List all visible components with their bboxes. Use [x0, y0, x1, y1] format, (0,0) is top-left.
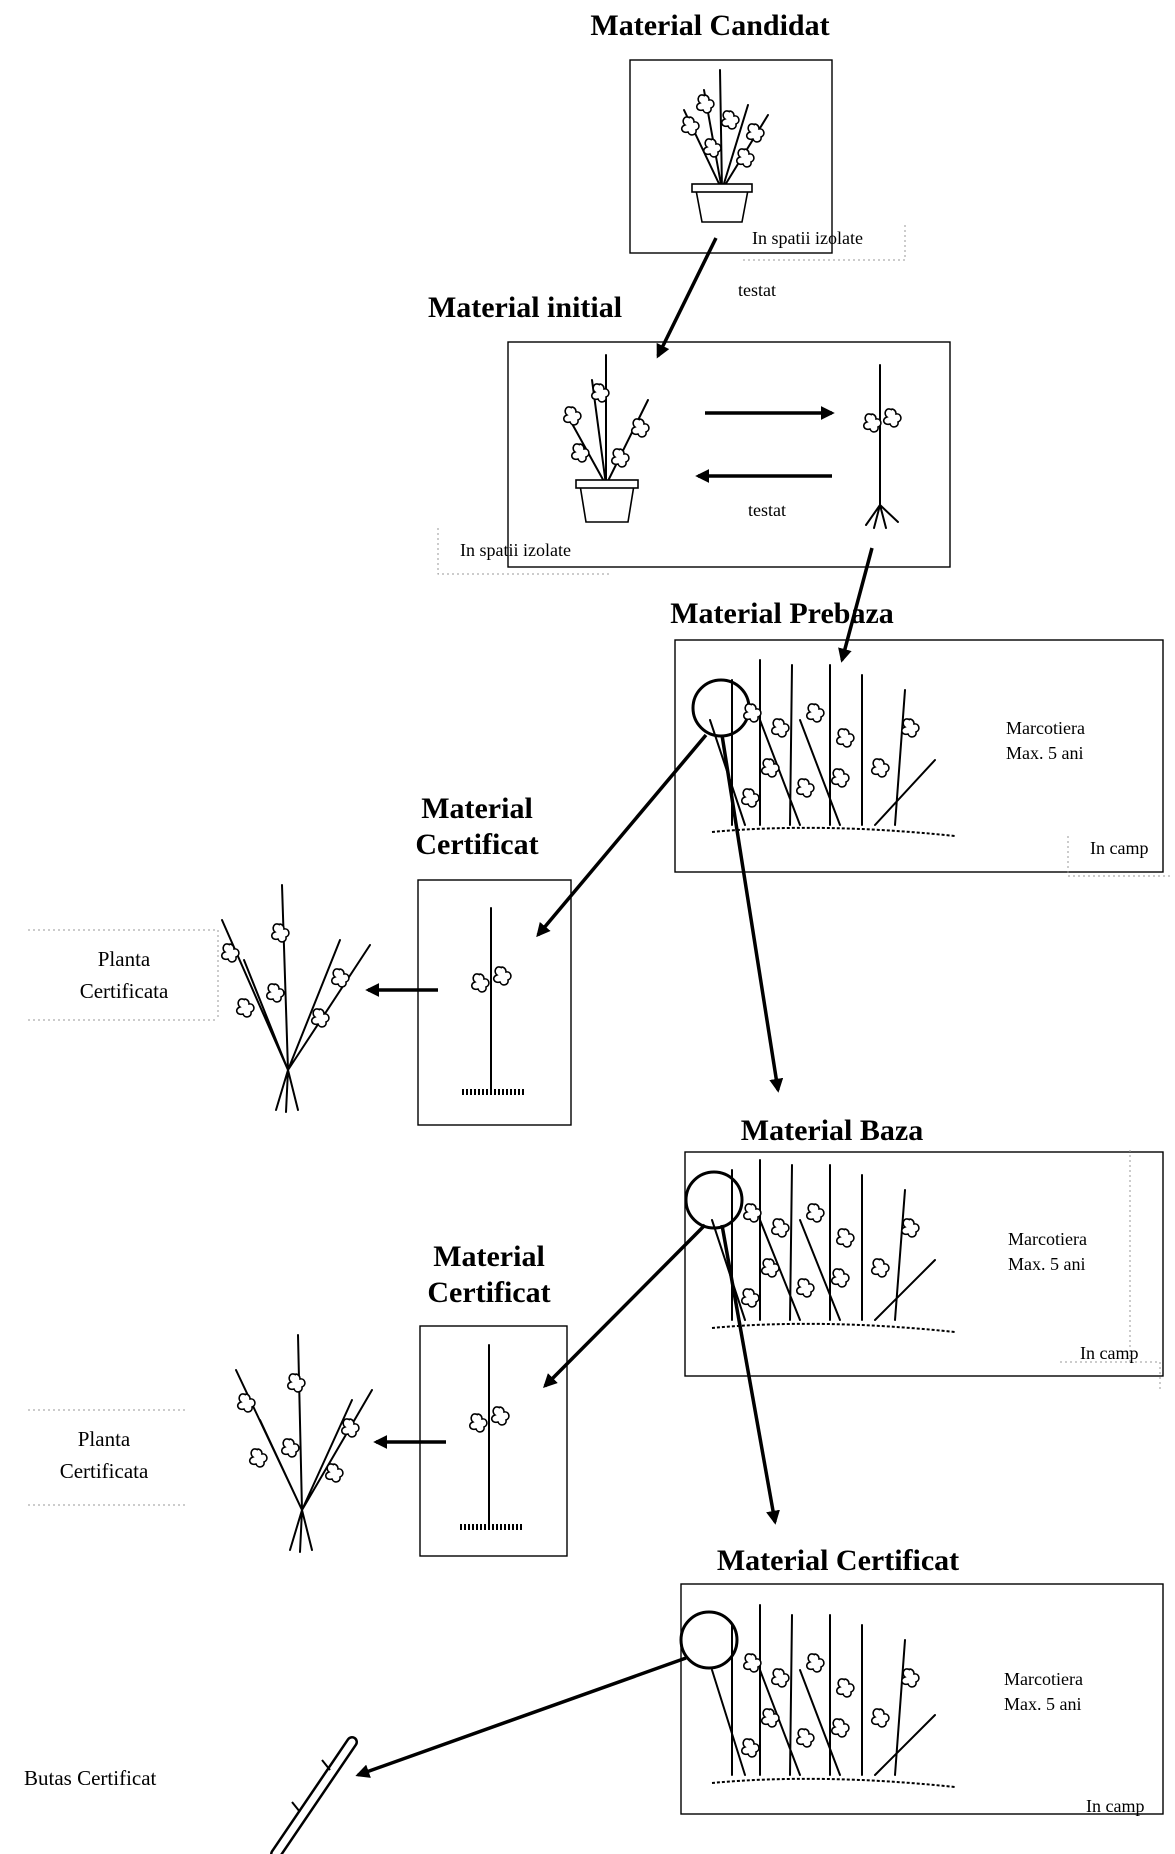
label-marcotiera-1: Marcotiera — [1006, 718, 1085, 738]
label-certificata-2: Certificata — [60, 1459, 149, 1483]
label-marcotiera-2: Marcotiera — [1008, 1229, 1087, 1249]
box-certificat-1 — [417, 879, 572, 1126]
label-planta-2: Planta — [78, 1427, 131, 1451]
potted-plant-icon-2 — [562, 354, 650, 523]
stool-bed-icon-certificat — [711, 1604, 956, 1788]
label-spatii-izolate-1: In spatii izolate — [752, 228, 863, 248]
title-material-certificat-1-line2: Certificat — [415, 828, 538, 861]
stool-bed-icon-baza — [711, 1159, 956, 1333]
label-max-5-ani-1: Max. 5 ani — [1006, 743, 1083, 763]
label-planta-1: Planta — [98, 947, 151, 971]
dotted-box-spatii-2 — [437, 528, 612, 575]
dotted-box-camp-1 — [1067, 836, 1172, 877]
label-butas-certificat: Butas Certificat — [24, 1766, 157, 1790]
title-material-certificat-2-line2: Certificat — [427, 1276, 550, 1309]
arrow-prebaza-to-certificat-1 — [536, 733, 708, 938]
certified-plant-icon-2 — [235, 1334, 373, 1553]
cutting-icon-2 — [460, 1344, 523, 1530]
box-prebaza — [674, 639, 1164, 873]
label-in-camp-3: In camp — [1086, 1796, 1144, 1816]
dotted-box-planta-2 — [28, 1409, 188, 1506]
label-marcotiera-3: Marcotiera — [1004, 1669, 1083, 1689]
title-material-baza: Material Baza — [741, 1114, 923, 1147]
arrow-baza-to-certificat-2 — [543, 1223, 707, 1388]
title-material-prebaza: Material Prebaza — [670, 597, 894, 630]
label-testat-1: testat — [738, 280, 776, 300]
cutting-icon-1 — [462, 907, 525, 1095]
label-in-camp-2: In camp — [1080, 1343, 1138, 1363]
label-testat-2: testat — [748, 500, 786, 520]
label-max-5-ani-2: Max. 5 ani — [1008, 1254, 1085, 1274]
dotted-box-planta-1 — [28, 929, 219, 1021]
box-initial — [507, 341, 951, 568]
arrow-candidat-to-initial — [656, 237, 718, 359]
box-candidat — [629, 59, 833, 254]
title-material-certificat-2-line1: Material — [433, 1240, 545, 1273]
title-material-certificat-1-line1: Material — [421, 792, 533, 825]
selection-circle-prebaza — [691, 678, 751, 738]
label-spatii-izolate-2: In spatii izolate — [460, 540, 571, 560]
arrow-certificat-3-to-butas — [355, 1656, 687, 1778]
title-material-initial: Material initial — [428, 291, 622, 324]
stool-bed-icon-prebaza — [709, 659, 956, 837]
box-certificat-3 — [680, 1583, 1164, 1815]
certified-plant-icon-1 — [220, 884, 371, 1113]
selection-circle-certificat — [679, 1610, 739, 1670]
selection-circle-baza — [684, 1170, 744, 1230]
dotted-box-camp-2 — [1060, 1150, 1161, 1390]
title-material-certificat-3: Material Certificat — [717, 1544, 959, 1577]
butas-cutting-icon — [270, 1736, 358, 1854]
arrow-initial-to-prebaza — [838, 547, 874, 663]
label-max-5-ani-3: Max. 5 ani — [1004, 1694, 1081, 1714]
box-baza — [684, 1151, 1164, 1377]
label-certificata-1: Certificata — [80, 979, 169, 1003]
label-in-camp-1: In camp — [1090, 838, 1148, 858]
title-material-candidat: Material Candidat — [590, 9, 829, 42]
rooted-plant-icon-1 — [862, 364, 902, 529]
potted-plant-icon-1 — [680, 69, 769, 223]
dotted-box-spatii-1 — [743, 222, 906, 261]
